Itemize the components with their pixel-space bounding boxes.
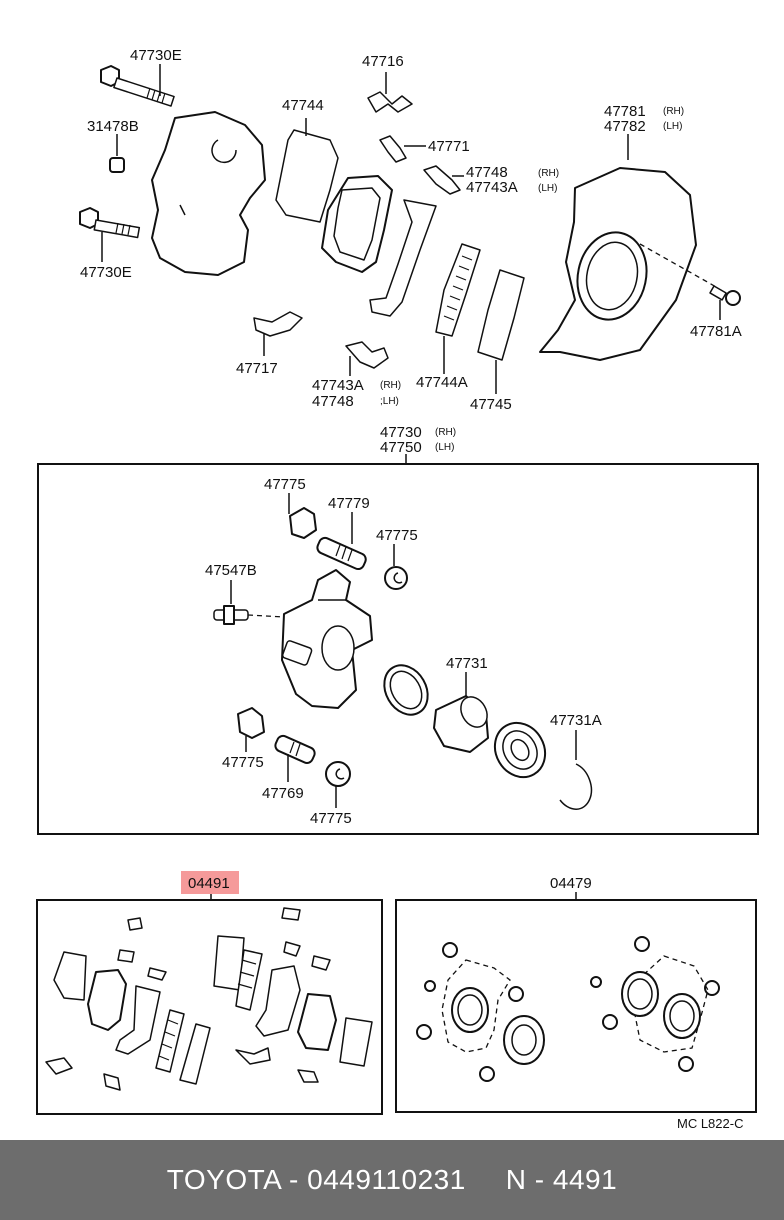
plate-47745: [477, 269, 525, 361]
label-47730e-top: 47730E: [130, 47, 182, 64]
mounting-bracket: [151, 111, 266, 276]
label-31478b: 31478B: [87, 118, 139, 135]
label-47731: 47731: [446, 655, 488, 672]
label-47744: 47744: [282, 97, 324, 114]
footer-part-number: TOYOTA - 0449110231: [166, 1164, 466, 1195]
bushing-31478b: [109, 157, 125, 173]
label-rh-2: (RH): [663, 106, 684, 117]
label-rh-1: (RH): [538, 168, 559, 179]
seal-kit-contents: [416, 936, 720, 1082]
footer-bar: TOYOTA - 0449110231 N - 4491: [0, 1140, 784, 1220]
screw-47781a: [709, 285, 741, 306]
shim-47744: [275, 129, 339, 223]
label-47743a-bottom: 47743A: [312, 377, 364, 394]
bushing-47775-b: [384, 566, 408, 590]
clip-47716: [367, 91, 413, 113]
label-47771: 47771: [428, 138, 470, 155]
clip-47748-upper: [423, 165, 461, 195]
label-47775-a: 47775: [264, 476, 306, 493]
label-04479: 04479: [550, 875, 592, 892]
pin-47769: [274, 734, 316, 764]
label-lh-4: (LH): [435, 442, 454, 453]
bushing-47775-d: [325, 761, 351, 787]
label-lh-2: (LH): [663, 121, 682, 132]
label-47731a: 47731A: [550, 712, 602, 729]
bolt-47730e-top: [100, 65, 175, 107]
label-47744a: 47744A: [416, 374, 468, 391]
bushing-47775-c: [237, 707, 265, 739]
piston-47731: [433, 695, 489, 753]
label-47781: 47781: [604, 103, 646, 120]
bleeder-47547b: [213, 605, 249, 625]
pad-kit-box-04491: [36, 899, 383, 1115]
footer-reference: N - 4491: [505, 1164, 618, 1195]
label-lh-1: (LH): [538, 183, 557, 194]
seal-kit-box-04479: [395, 899, 757, 1113]
clip-47717: [253, 311, 303, 337]
label-47730: 47730: [380, 424, 422, 441]
label-47547b: 47547B: [205, 562, 257, 579]
label-47748-bottom: 47748: [312, 393, 354, 410]
seal-ring: [383, 664, 429, 716]
label-lh-3: ;LH): [380, 396, 399, 407]
caliper-assembly-box: [37, 463, 759, 835]
label-04491: 04491: [188, 875, 230, 892]
label-47769: 47769: [262, 785, 304, 802]
label-47743a-top: 47743A: [466, 179, 518, 196]
label-rh-3: (RH): [380, 380, 401, 391]
dust-cover-47781: [539, 167, 697, 361]
anti-squeal-plate: [369, 199, 437, 317]
label-47745: 47745: [470, 396, 512, 413]
label-rh-4: (RH): [435, 427, 456, 438]
label-47730e-bottom: 47730E: [80, 264, 132, 281]
clip-47743a-lower: [345, 341, 389, 369]
label-47748-top: 47748: [466, 164, 508, 181]
label-47775-b: 47775: [376, 527, 418, 544]
label-47717: 47717: [236, 360, 278, 377]
clip-47771: [379, 135, 407, 163]
label-47775-c: 47775: [222, 754, 264, 771]
pad-kit-contents: [45, 907, 373, 1091]
brake-pad-inner: [321, 175, 393, 273]
caliper-body: [281, 569, 373, 709]
parts-diagram: 47730E 31478B 47730E 47716 47744 47771: [36, 47, 759, 1131]
piston-boot: [493, 721, 547, 779]
bushing-47775-a: [289, 507, 317, 539]
label-47716: 47716: [362, 53, 404, 70]
label-47779: 47779: [328, 495, 370, 512]
pin-47779: [316, 536, 367, 571]
shim-47744a: [435, 243, 481, 337]
label-47782: 47782: [604, 118, 646, 135]
ring-47731a: [559, 763, 593, 810]
label-47750: 47750: [380, 439, 422, 456]
label-47781a: 47781A: [690, 323, 742, 340]
drawing-code: MC L822-C: [677, 1116, 743, 1131]
label-47775-d: 47775: [310, 810, 352, 827]
highlight-04491: [181, 871, 239, 894]
bolt-47730e-bottom: [79, 207, 141, 239]
